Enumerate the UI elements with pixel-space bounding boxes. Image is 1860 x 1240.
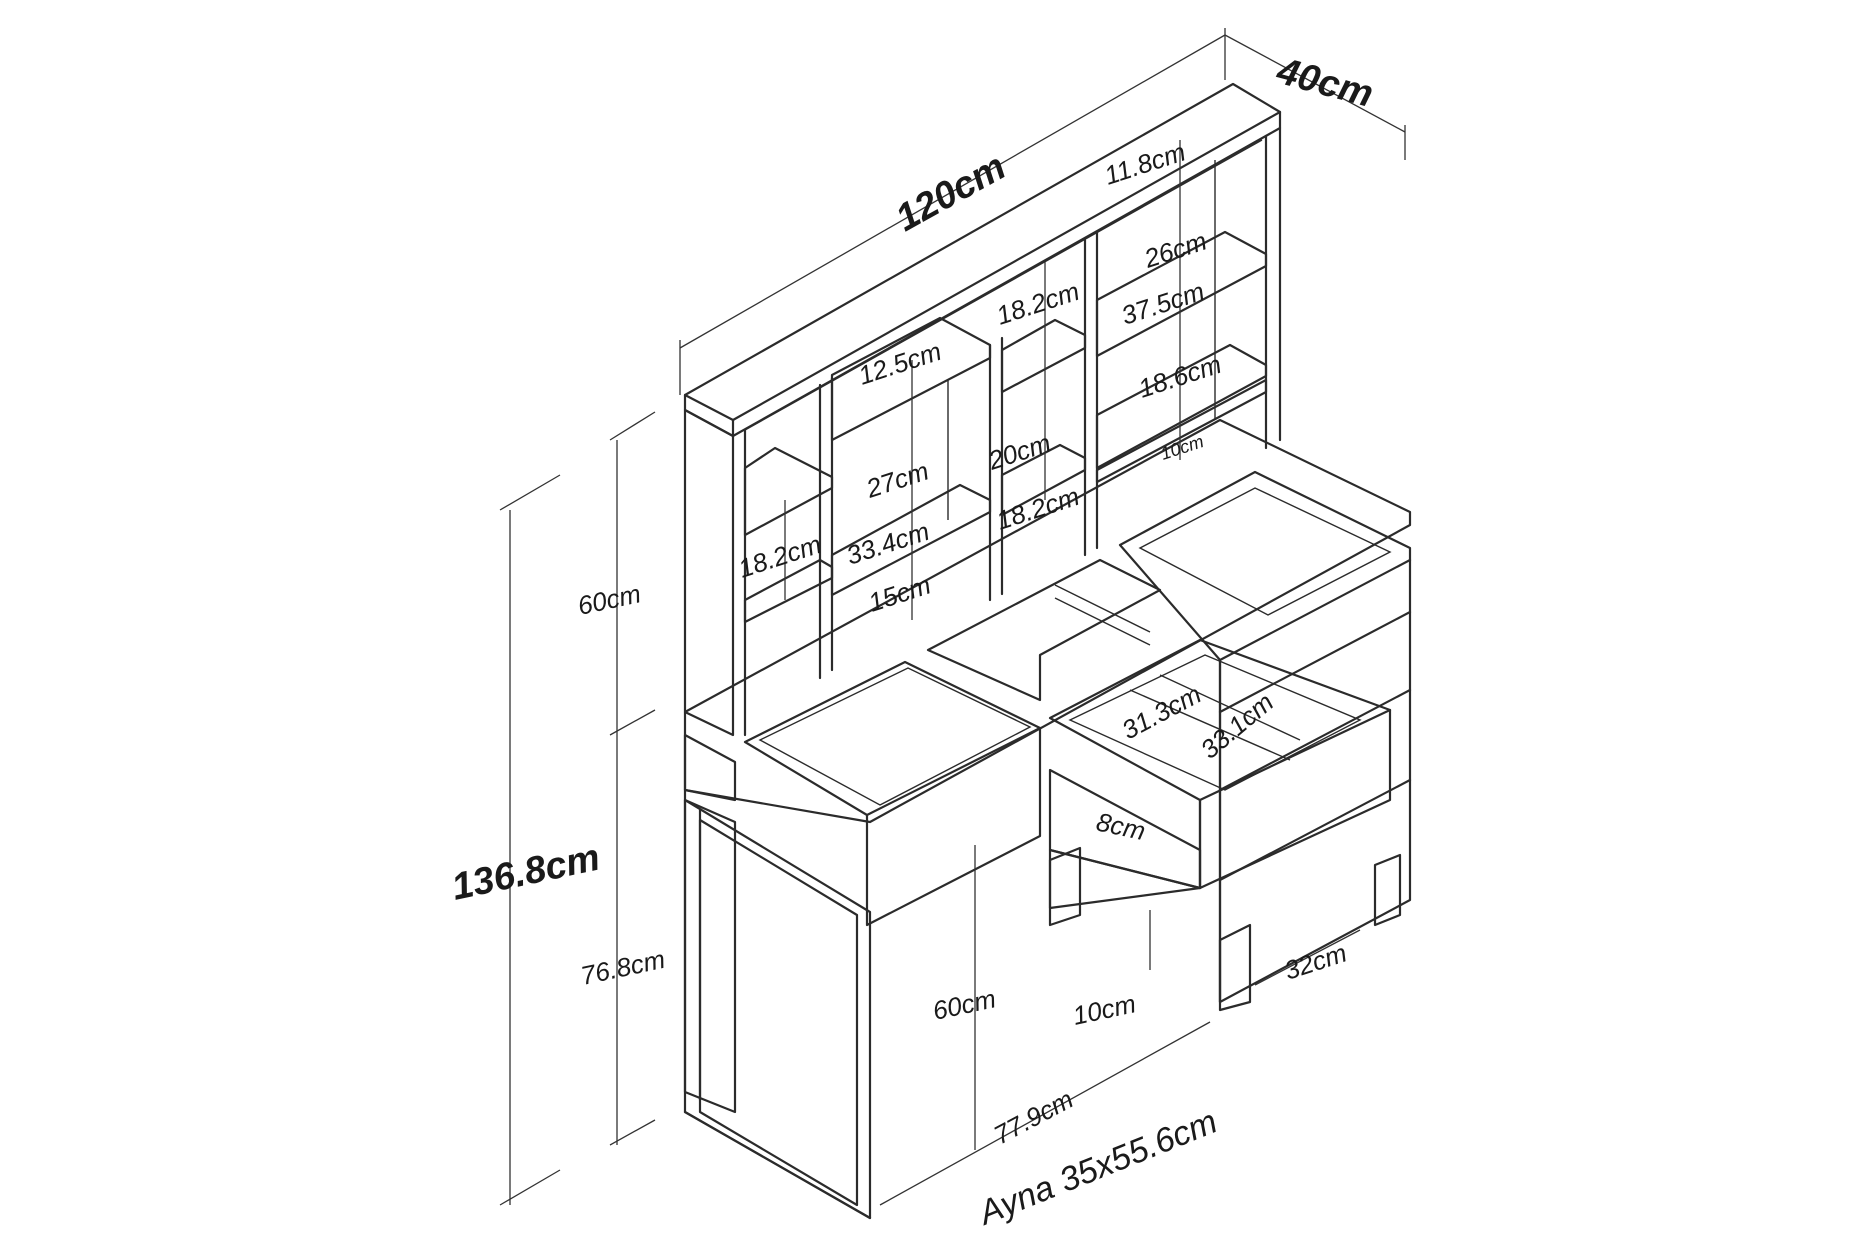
label-far-left-18-2: 18.2cm — [735, 529, 825, 584]
label-knee-77-9: 77.9cm — [989, 1084, 1078, 1151]
label-width: 120cm — [889, 146, 1013, 240]
label-shelf-26: 26cm — [1140, 226, 1211, 274]
desk — [683, 418, 1412, 1220]
label-shelf-10: 10cm — [1158, 431, 1206, 464]
label-drawer-8: 8cm — [1094, 807, 1148, 847]
label-top-gap: 11.8cm — [1101, 136, 1190, 190]
label-floor-10: 10cm — [1070, 988, 1138, 1031]
label-left-15: 15cm — [865, 570, 935, 618]
label-drawer-33-1: 33.1cm — [1195, 687, 1280, 765]
label-cabinet-32: 32cm — [1281, 938, 1351, 986]
dimension-labels: 120cm 40cm 136.8cm 60cm 76.8cm 11.8cm 26… — [448, 50, 1377, 1233]
label-shelf-37-5: 37.5cm — [1118, 276, 1208, 331]
hutch — [683, 82, 1282, 737]
label-mid-20: 20cm — [984, 428, 1055, 476]
label-mid-18-2-bottom: 18.2cm — [993, 481, 1083, 536]
label-hutch-height: 60cm — [575, 578, 643, 621]
dimension-lines — [499, 28, 1406, 1206]
label-depth: 40cm — [1272, 50, 1378, 116]
label-desk-height: 76.8cm — [578, 944, 668, 991]
label-leg-60: 60cm — [930, 983, 998, 1026]
label-left-27: 27cm — [862, 456, 933, 504]
label-total-height: 136.8cm — [448, 837, 603, 909]
label-drawer-31-3: 31.3cm — [1117, 679, 1206, 746]
